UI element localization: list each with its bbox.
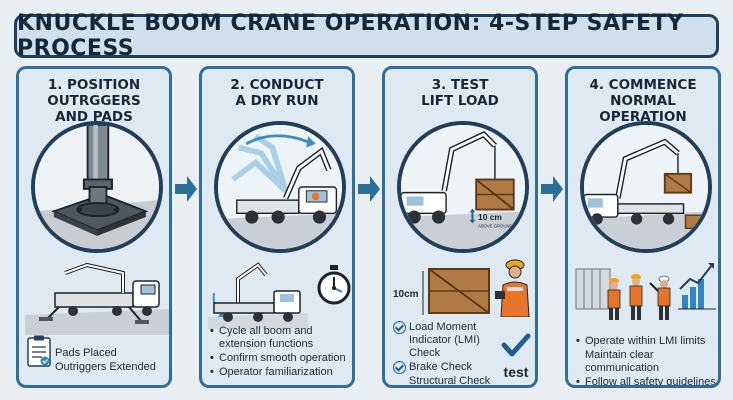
list-item-text: Follow all safety guidelines bbox=[585, 376, 716, 388]
next-arrow-icon bbox=[541, 176, 563, 202]
step-1-title-line2: AND PADS bbox=[55, 109, 133, 125]
list-item: •Confirm smooth operation bbox=[210, 352, 346, 364]
list-item: •Cycle all boom and extension functions bbox=[210, 325, 352, 351]
dry-run-truck-illustration bbox=[208, 259, 352, 329]
list-item: •Operate within LMI limits bbox=[576, 335, 706, 347]
list-item-text: Cycle all boom and extension functions bbox=[219, 325, 314, 350]
step-3-checks: Load Moment Indicator (LMI) Check Brake … bbox=[393, 321, 493, 387]
worker-icon bbox=[495, 259, 530, 317]
note-item: Pads Placed bbox=[55, 347, 169, 360]
step-4-bullets: •Operate within LMI limits Maintain clea… bbox=[576, 335, 718, 388]
check-item-text: Brake Check bbox=[409, 361, 472, 373]
next-arrow-icon bbox=[175, 176, 197, 202]
list-item-text: Operate within LMI limits bbox=[585, 335, 706, 347]
check-icon bbox=[393, 321, 406, 334]
list-item-text: Operator familiarization bbox=[219, 366, 333, 378]
step-1-title-line1: 1. POSITION OUTRGGERS bbox=[47, 77, 141, 109]
step-1-title: 1. POSITION OUTRGGERS AND PADS bbox=[19, 77, 169, 125]
step-4-title-line2: NORMAL OPERATION bbox=[599, 93, 687, 125]
chart-up-icon bbox=[678, 263, 716, 310]
next-arrow-icon bbox=[358, 176, 380, 202]
step-2-panel: 2. CONDUCT A DRY RUN bbox=[199, 66, 355, 388]
list-item: Maintain clear communication bbox=[576, 349, 718, 375]
page-title: KNUCKLE BOOM CRANE OPERATION: 4-STEP SAF… bbox=[17, 11, 684, 61]
title-banner: KNUCKLE BOOM CRANE OPERATION: 4-STEP SAF… bbox=[14, 11, 719, 61]
check-item: Brake Check bbox=[393, 361, 493, 374]
step-3-title-line1: 3. TEST bbox=[431, 77, 489, 93]
step-3-title: 3. TEST LIFT LOAD bbox=[385, 77, 535, 109]
test-stamp: test bbox=[501, 333, 531, 383]
step-1-notes: Pads Placed Outriggers Extended bbox=[55, 347, 169, 375]
test-lift-crane-icon: 10 cm ABOVE GROUND bbox=[397, 121, 529, 253]
list-item: •Follow all safety guidelines bbox=[576, 376, 716, 388]
step-3-panel: 3. TEST LIFT LOAD 10 cm ABOVE GROUND 10c… bbox=[382, 66, 538, 388]
note-text: Outriggers Extended bbox=[55, 361, 156, 373]
worker-icon bbox=[607, 278, 621, 320]
circle-label-main: 10 cm bbox=[478, 212, 502, 222]
step-4-title: 4. COMMENCE NORMAL OPERATION bbox=[568, 77, 718, 125]
crane-truck-illustration bbox=[25, 259, 169, 335]
outrigger-pad-icon bbox=[31, 121, 163, 253]
team-communication-illustration bbox=[574, 259, 718, 325]
normal-operation-crane-icon bbox=[580, 121, 712, 253]
step-2-title-line2: A DRY RUN bbox=[235, 93, 319, 109]
list-item-text: Confirm smooth operation bbox=[219, 352, 346, 364]
circle-label-sub: ABOVE GROUND bbox=[478, 223, 512, 228]
step-4-title-line1: 4. COMMENCE bbox=[589, 77, 697, 93]
step-1-panel: 1. POSITION OUTRGGERS AND PADS bbox=[16, 66, 172, 388]
worker-icon bbox=[649, 275, 671, 320]
check-item: Structural Check bbox=[393, 375, 493, 387]
check-item: Load Moment Indicator (LMI) Check bbox=[393, 321, 493, 360]
worker-icon bbox=[629, 274, 643, 320]
stopwatch-icon bbox=[316, 265, 352, 305]
list-item-text: Maintain clear communication bbox=[585, 349, 659, 374]
list-item: •Operator familiarization bbox=[210, 366, 333, 378]
check-item-text: Structural Check bbox=[409, 375, 491, 387]
crate-and-worker-illustration: 10cm bbox=[391, 259, 535, 317]
step-2-title-line1: 2. CONDUCT bbox=[230, 77, 324, 93]
height-label: 10cm bbox=[393, 289, 419, 300]
check-icon bbox=[393, 361, 406, 374]
step-3-title-line2: LIFT LOAD bbox=[421, 93, 499, 109]
step-2-bullets: •Cycle all boom and extension functions … bbox=[210, 325, 352, 380]
note-text: Pads Placed bbox=[55, 347, 117, 359]
step-4-panel: 4. COMMENCE NORMAL OPERATION bbox=[565, 66, 721, 388]
check-item-text: Load Moment Indicator (LMI) Check bbox=[409, 321, 480, 359]
check-icon bbox=[501, 333, 531, 357]
clipboard-icon bbox=[27, 335, 51, 367]
note-item: Outriggers Extended bbox=[55, 361, 169, 374]
step-2-title: 2. CONDUCT A DRY RUN bbox=[202, 77, 352, 109]
dry-run-crane-icon bbox=[214, 121, 346, 253]
test-stamp-label: test bbox=[503, 364, 529, 380]
